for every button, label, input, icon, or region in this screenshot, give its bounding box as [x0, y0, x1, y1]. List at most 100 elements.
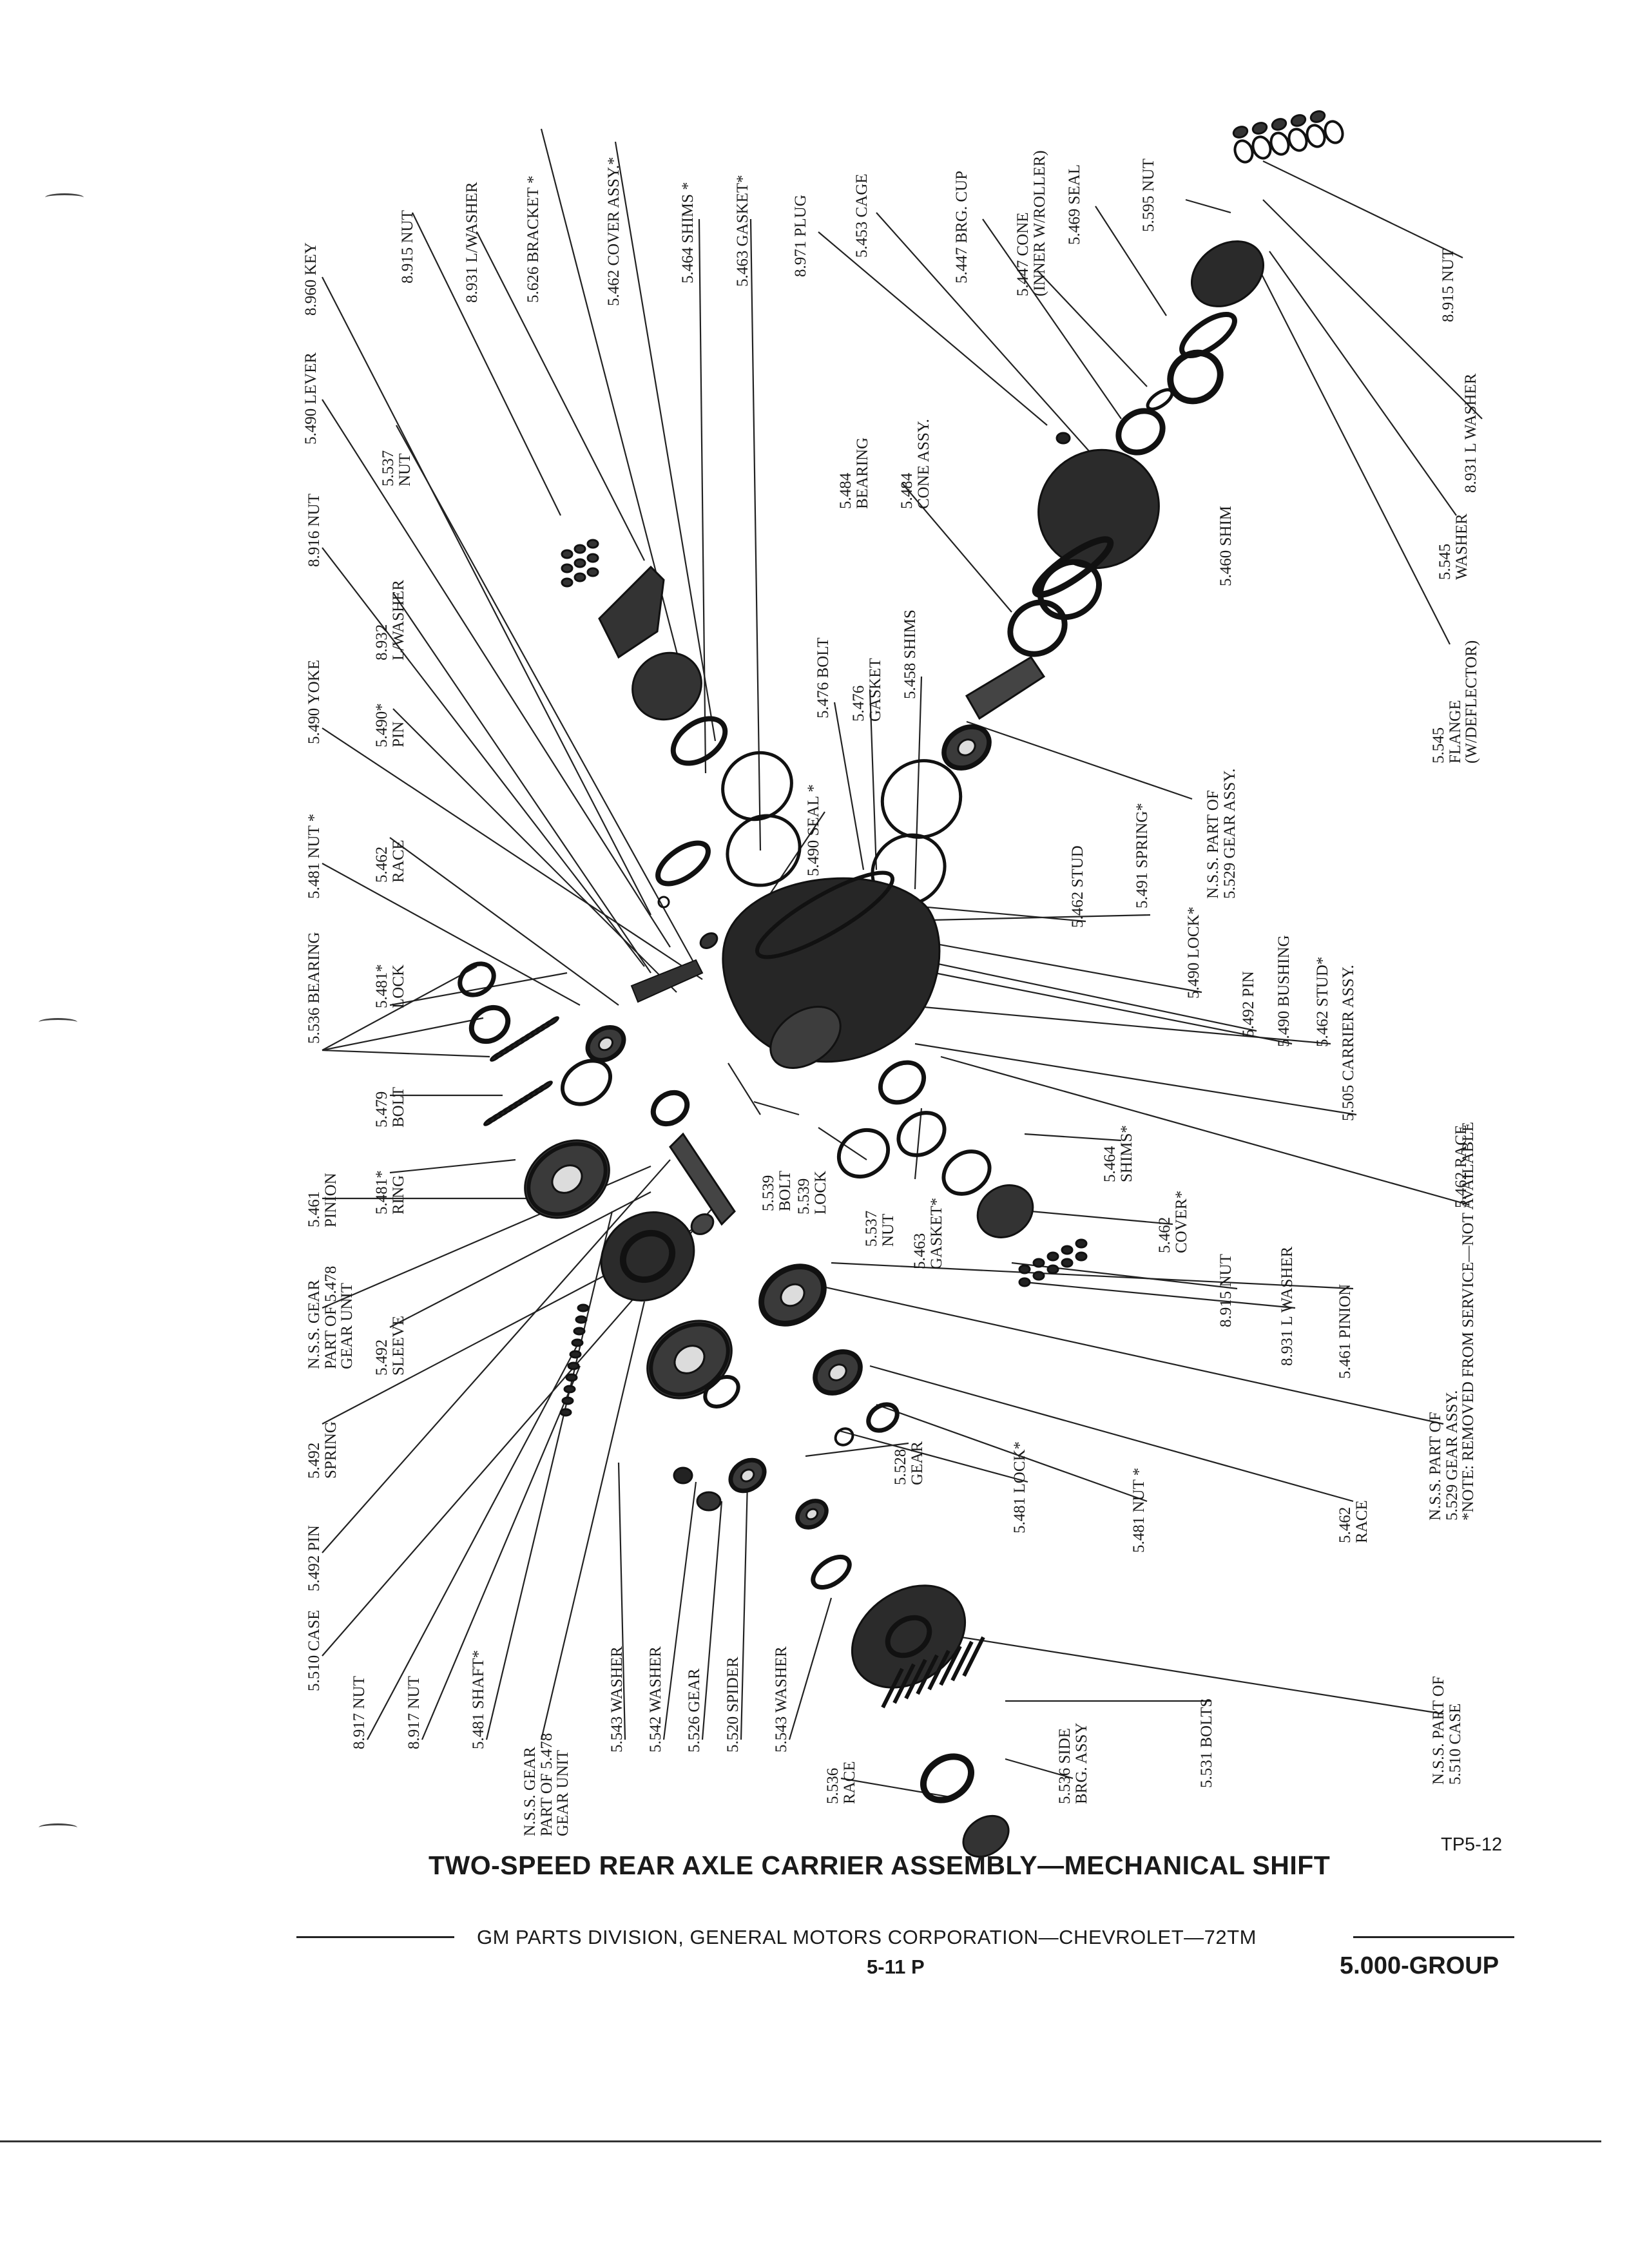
callout-washer-5545: 5.545 WASHER: [1436, 514, 1470, 580]
gear-5478-bore: [673, 1345, 706, 1374]
leader-line: [389, 837, 619, 1006]
callout-race-5536: 5.536 RACE: [824, 1761, 858, 1804]
callout-shims-5464-mid: 5.464 SHIMS*: [1101, 1125, 1135, 1182]
spring-chain: [573, 1327, 586, 1336]
bolt-5531: [950, 1640, 974, 1682]
bolt-5531: [904, 1658, 927, 1700]
callout-bracket: 5.626 BRACKET *: [525, 175, 542, 303]
brg-cup: [1115, 408, 1166, 456]
leader-line: [476, 231, 645, 561]
yoke-pin: [699, 932, 718, 949]
callout-washer-5543-b: 5.543 WASHER: [773, 1646, 790, 1753]
callout-nut-5537-mid: 5.537 NUT: [863, 1210, 897, 1247]
leader-line: [940, 1055, 1470, 1206]
callout-cone: 5.447 CONE (INNER W/ROLLER): [1014, 150, 1048, 296]
bracket: [598, 565, 665, 659]
ring-5481: [560, 1059, 613, 1106]
callout-lock-5481-left: 5.481* LOCK: [373, 964, 407, 1008]
callout-gear-5528: 5.528 GEAR: [892, 1441, 926, 1485]
leader-line: [1024, 1133, 1122, 1142]
nut-piece: [1251, 122, 1268, 135]
bolt-head: [574, 558, 586, 568]
footer-rule-right: [1353, 1936, 1514, 1938]
leader-line: [1005, 1758, 1074, 1780]
callout-shim-5460: 5.460 SHIM: [1217, 505, 1235, 586]
washer-5542: [673, 1466, 693, 1485]
cone-assy-5484: [1007, 599, 1068, 657]
callout-race-5462-top: 5.462 RACE: [373, 840, 407, 883]
case-5510-b: [851, 1584, 967, 1689]
leader-line: [876, 212, 1090, 452]
margin-mark: [45, 193, 84, 202]
callout-ring-5481: 5.481* RING: [373, 1170, 407, 1215]
spring-chain: [563, 1385, 576, 1394]
callout-nut-8915-right: 8.915 NUT: [1440, 249, 1457, 322]
leader-line: [901, 965, 1293, 1045]
bolt-head: [561, 549, 574, 559]
callout-nss-5529-right: N.S.S. PART OF 5.529 GEAR ASSY. *NOTE: R…: [1427, 1122, 1477, 1521]
leader-line: [1024, 1281, 1296, 1309]
callout-lock-5490: 5.490 LOCK*: [1185, 906, 1202, 999]
leader-line: [749, 218, 762, 851]
callout-nss-gear-5478-left: N.S.S. GEAR PART OF 5.478 GEAR UNIT: [305, 1265, 356, 1369]
callout-bolt-5539: 5.539 BOLT: [760, 1171, 794, 1211]
lock-washer: [657, 896, 670, 908]
callout-cover-5462-mid: 5.462 COVER*: [1156, 1190, 1190, 1253]
nut-washer-set: [1061, 1245, 1074, 1255]
nut-washer-set: [1046, 1251, 1059, 1262]
callout-bearing-5484: 5.484 BEARING: [837, 437, 871, 509]
callout-nut-5595: 5.595 NUT: [1140, 159, 1157, 232]
callout-pinion-5461-left: 5.461 PINION: [305, 1173, 340, 1227]
callout-lever: 5.490 LEVER: [302, 352, 320, 445]
drive-pinion-teeth: [942, 725, 991, 770]
race-5536: [962, 1814, 1010, 1858]
washer-ring: [1269, 131, 1290, 156]
leader-line: [914, 1108, 923, 1180]
callout-lwasher-8931-right: 8.931 L WASHER: [1462, 373, 1480, 493]
nut-washer-set: [1075, 1251, 1088, 1262]
leader-line: [805, 1442, 909, 1457]
leader-line: [728, 1062, 761, 1115]
callout-nut-8917-b: 8.917 NUT: [405, 1676, 423, 1749]
leader-line: [914, 676, 923, 890]
callout-gasket-5463-top: 5.463 GASKET*: [734, 175, 751, 287]
shims-5464: [670, 716, 728, 766]
margin-mark: [39, 1823, 77, 1832]
gasket-5476: [726, 814, 802, 887]
spring-chain: [571, 1338, 584, 1347]
leader-line: [322, 1017, 484, 1052]
callout-sleeve-5492: 5.492 SLEEVE: [373, 1315, 407, 1376]
callout-washer-5542: 5.542 WASHER: [647, 1646, 664, 1753]
leader-line: [1259, 270, 1451, 645]
leader-line: [389, 972, 568, 1006]
nut-5537-ring: [836, 1128, 891, 1179]
leader-line: [617, 1462, 626, 1740]
callout-gasket-5476: 5.476 GASKET: [850, 658, 884, 722]
leader-line: [322, 1049, 490, 1058]
leader-line: [901, 1004, 1331, 1045]
callout-nut-5481-bottom: 5.481 NUT *: [1130, 1467, 1148, 1553]
callout-flange: 5.545 FLANGE (W/DEFLECTOR): [1430, 640, 1480, 764]
leader-line: [389, 1191, 651, 1328]
spring-chain: [575, 1315, 588, 1324]
callout-side-brg-assy: 5.536 SIDE BRG. ASSY: [1056, 1722, 1090, 1804]
pinion-5461-bore: [551, 1164, 583, 1194]
callout-pin-5492-right: 5.492 PIN: [1240, 971, 1257, 1037]
margin-mark: [39, 1018, 77, 1026]
lock-gear-bore: [597, 1036, 614, 1052]
leader-line: [876, 1622, 1444, 1715]
shims-5464-b: [941, 1149, 992, 1196]
callout-race-5462-bottom: 5.462 RACE: [1336, 1500, 1371, 1543]
nut-washer-set: [1046, 1264, 1059, 1274]
nut-washer-set: [1061, 1258, 1074, 1268]
leader-line: [818, 231, 1048, 426]
race-5462-right: [878, 1060, 927, 1105]
leader-line: [322, 399, 671, 948]
callout-shims-5464-top: 5.464 SHIMS *: [679, 182, 697, 284]
lock-gear-teeth: [586, 1026, 626, 1062]
leader-line: [901, 483, 1012, 613]
leader-line: [837, 1429, 1028, 1483]
gasket-5463-b: [896, 1111, 947, 1157]
bolt-head: [586, 539, 599, 549]
leader-line: [322, 547, 645, 967]
